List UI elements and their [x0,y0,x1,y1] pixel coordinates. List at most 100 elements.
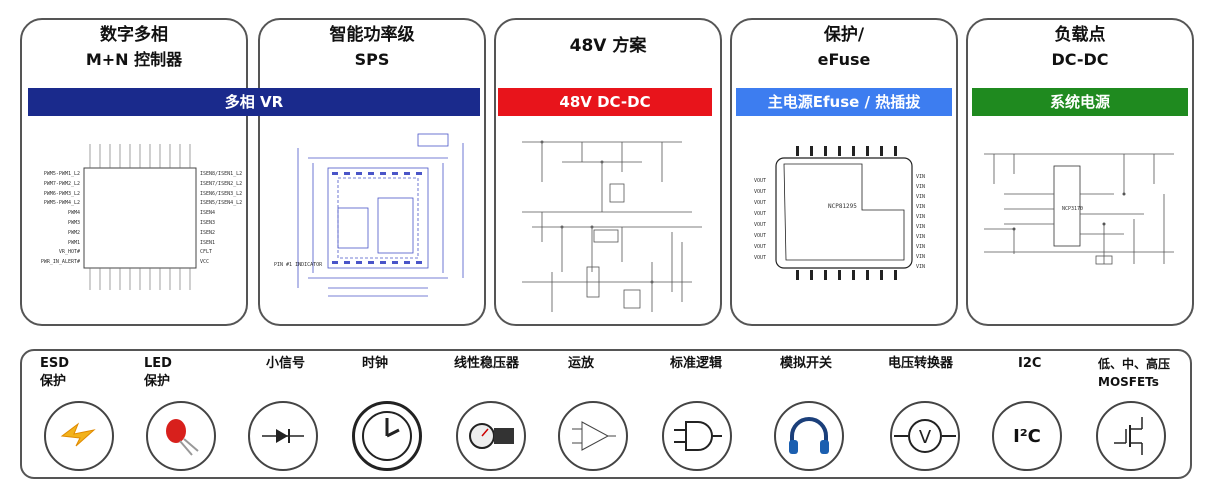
item-small-signal: 小信号 [266,355,376,373]
pin-label: VOUT [754,211,767,217]
pin-label: ISEN2 [200,229,216,236]
sps-package-drawing: PIN #1 INDICATOR [268,128,478,304]
schematic-48v [502,122,708,322]
pin-label: VIN [916,184,926,190]
pin-label: VIN [916,194,926,200]
pin-label: VOUT [754,178,767,184]
card-title: 数字多相 [100,25,168,45]
sps-package-svg [297,133,464,297]
pin-label: VOUT [754,244,767,250]
i2c-icon-text: I²C [1013,425,1041,447]
pin-label: VIN [916,224,926,230]
pin-label: VIN [916,234,926,240]
item-voltage-converter: 电压转换器 [888,355,998,373]
pin-label: ISEN6/ISEN3_L2 [200,190,243,197]
pin-label: ISEN7/ISEN2_L2 [200,180,243,187]
banner-48v-dcdc: 48V DC-DC [498,88,712,116]
i2c-icon: I²C [992,401,1062,471]
card-multiphase: 数字多相 M+N 控制器 [20,18,248,326]
clock-icon [352,401,422,471]
pin-label: VOUT [754,189,767,195]
item-label: 标准逻辑 [670,356,723,371]
product-family-panel: ESD 保护 LED 保护 小信号 时钟 线性稳压器 运放 标准逻辑 模拟开关 [20,349,1192,479]
card-subtitle: M+N 控制器 [85,50,183,69]
pressure-regulator-icon [456,401,526,471]
pin-label: VCC [200,259,210,266]
controller-pinout-svg [83,144,197,290]
item-analog-switch: 模拟开关 [780,355,890,373]
banner-multiphase-vr: 多相 VR [28,88,480,116]
and-gate-icon [662,401,732,471]
pin-label: PWM2 [67,229,80,236]
headphones-icon [774,401,844,471]
card-title: 负载点 [1054,25,1106,45]
pin-label: VOUT [754,233,767,239]
pin-label: VIN [916,204,926,210]
diode-icon [248,401,318,471]
item-label: 线性稳压器 [454,356,520,371]
pin-label: VR_HOT# [58,249,80,256]
pin-label: PWM6-PWM3_L2 [43,190,80,197]
pin-label: PWR_IN_ALERT# [40,259,80,266]
item-opamp: 运放 [568,355,678,373]
item-mosfets: 低、中、高压 MOSFETs [1098,355,1194,391]
pin-label: VIN [916,174,926,180]
pin-label: ISEN1 [200,239,216,246]
pin-label: CFLT [200,249,213,256]
pin-label: VIN [916,244,926,250]
esd-lightning-icon [44,401,114,471]
voltmeter-icon: V [890,401,960,471]
pol-schematic-svg [984,153,1174,265]
item-label: 低、中、高压 MOSFETs [1098,357,1171,389]
item-label: 运放 [568,356,595,371]
item-linear-regulator: 线性稳压器 [454,355,564,373]
pin-label: VIN [916,254,926,260]
pol-part-number: NCP3170 [1062,206,1084,212]
card-protection: 保护/ eFuse [730,18,958,326]
pin-label: PWM5-PWM1_L2 [43,171,80,177]
item-standard-logic: 标准逻辑 [670,355,780,373]
item-led: LED 保护 [144,355,254,391]
card-title: 智能功率级 [329,25,415,45]
item-label: 模拟开关 [780,356,833,371]
pol-schematic: NCP3170 [974,134,1186,284]
item-label: 电压转换器 [888,356,954,371]
item-label: ESD 保护 [40,356,70,389]
svg-text:V: V [919,427,932,448]
mosfet-icon [1096,401,1166,471]
card-subtitle: eFuse [817,50,871,69]
efuse-part-number: NCP81295 [828,203,857,210]
pin-label: PWM4 [67,210,80,217]
pin-label: VOUT [754,222,767,228]
pin-label: PWM7-PWM2_L2 [43,180,80,187]
pin-label: VOUT [754,200,767,206]
item-i2c: I2C [1018,355,1128,373]
pin-label: VIN [916,264,926,270]
schematic-48v-svg [522,140,702,312]
item-label: 时钟 [362,356,389,371]
item-clock: 时钟 [362,355,472,373]
pin-label: PWM3 [67,220,80,226]
led-icon [146,401,216,471]
pin-label: VIN [916,214,926,220]
pin1-indicator-note: PIN #1 INDICATOR [274,262,323,268]
card-title: 48V 方案 [569,36,647,56]
banner-system-power: 系统电源 [972,88,1188,116]
pin-label: ISEN5/ISEN4_L2 [200,200,243,207]
pin-label: PWM5-PWM4_L2 [43,200,80,207]
banner-efuse: 主电源Efuse / 热插拔 [736,88,952,116]
pin-label: ISEN8/ISEN1_L2 [200,171,243,177]
pin-label: PWM1 [67,239,80,246]
pin-label: ISEN4 [200,210,216,217]
card-title: 保护/ [823,25,865,45]
pin-label: ISEN3 [200,220,216,226]
card-48v: 48V 方案 [494,18,722,326]
card-subtitle: SPS [354,50,390,69]
item-label: LED 保护 [144,356,172,389]
item-esd: ESD 保护 [40,355,150,391]
item-label: 小信号 [266,356,306,371]
opamp-icon [558,401,628,471]
efuse-pinout-svg [775,146,913,280]
item-label: I2C [1018,356,1042,371]
